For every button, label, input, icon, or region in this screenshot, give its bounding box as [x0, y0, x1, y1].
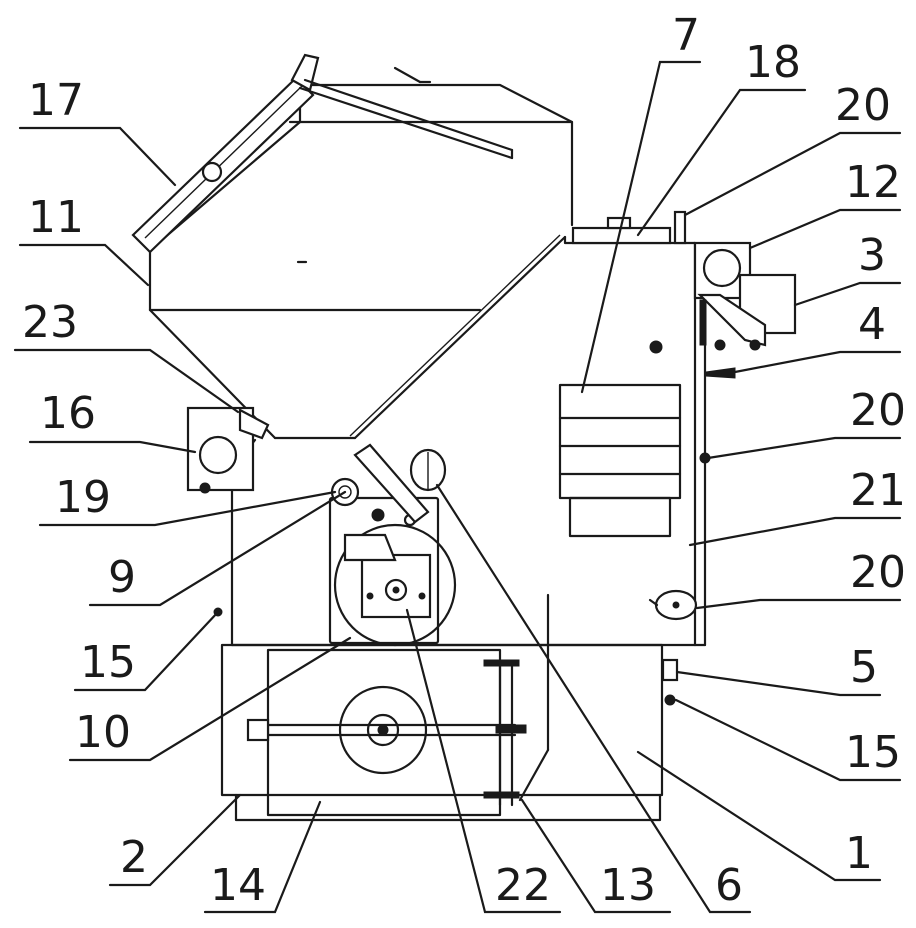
callout-1: 1 [845, 828, 873, 879]
feeder-motor [186, 406, 270, 494]
fan-unit [693, 241, 797, 379]
callout-3: 3 [858, 230, 886, 281]
callout-11: 11 [28, 192, 84, 243]
callout-20-upper: 20 [835, 80, 891, 131]
callout-12: 12 [845, 157, 901, 208]
callout-7: 7 [672, 10, 700, 61]
callout-16: 16 [40, 388, 96, 439]
callout-20-middle: 20 [850, 385, 906, 436]
callout-19: 19 [55, 472, 111, 523]
callout-5: 5 [850, 642, 878, 693]
ash-base [220, 643, 664, 822]
callout-13: 13 [600, 860, 656, 911]
callout-14: 14 [210, 860, 266, 911]
callout-23: 23 [22, 297, 78, 348]
callout-22: 22 [495, 860, 551, 911]
callout-4: 4 [858, 299, 886, 350]
callout-2: 2 [120, 832, 148, 883]
leader-lines [13, 60, 902, 914]
callout-15-left: 15 [80, 637, 136, 688]
hopper-lid [131, 53, 514, 254]
callout-18: 18 [745, 37, 801, 88]
callout-10: 10 [75, 707, 131, 758]
callout-21: 21 [850, 465, 906, 516]
callout-17: 17 [28, 75, 84, 126]
hopper [148, 66, 574, 440]
callout-20-lower: 20 [850, 547, 906, 598]
callout-6: 6 [715, 860, 743, 911]
callout-15-right: 15 [845, 727, 901, 778]
callout-9: 9 [108, 552, 136, 603]
burner-assembly [328, 443, 457, 647]
side-fittings [213, 452, 711, 706]
callout-labels: 17 11 23 16 19 9 15 10 2 14 22 13 6 1 15… [22, 10, 906, 911]
boiler-body [230, 210, 707, 802]
